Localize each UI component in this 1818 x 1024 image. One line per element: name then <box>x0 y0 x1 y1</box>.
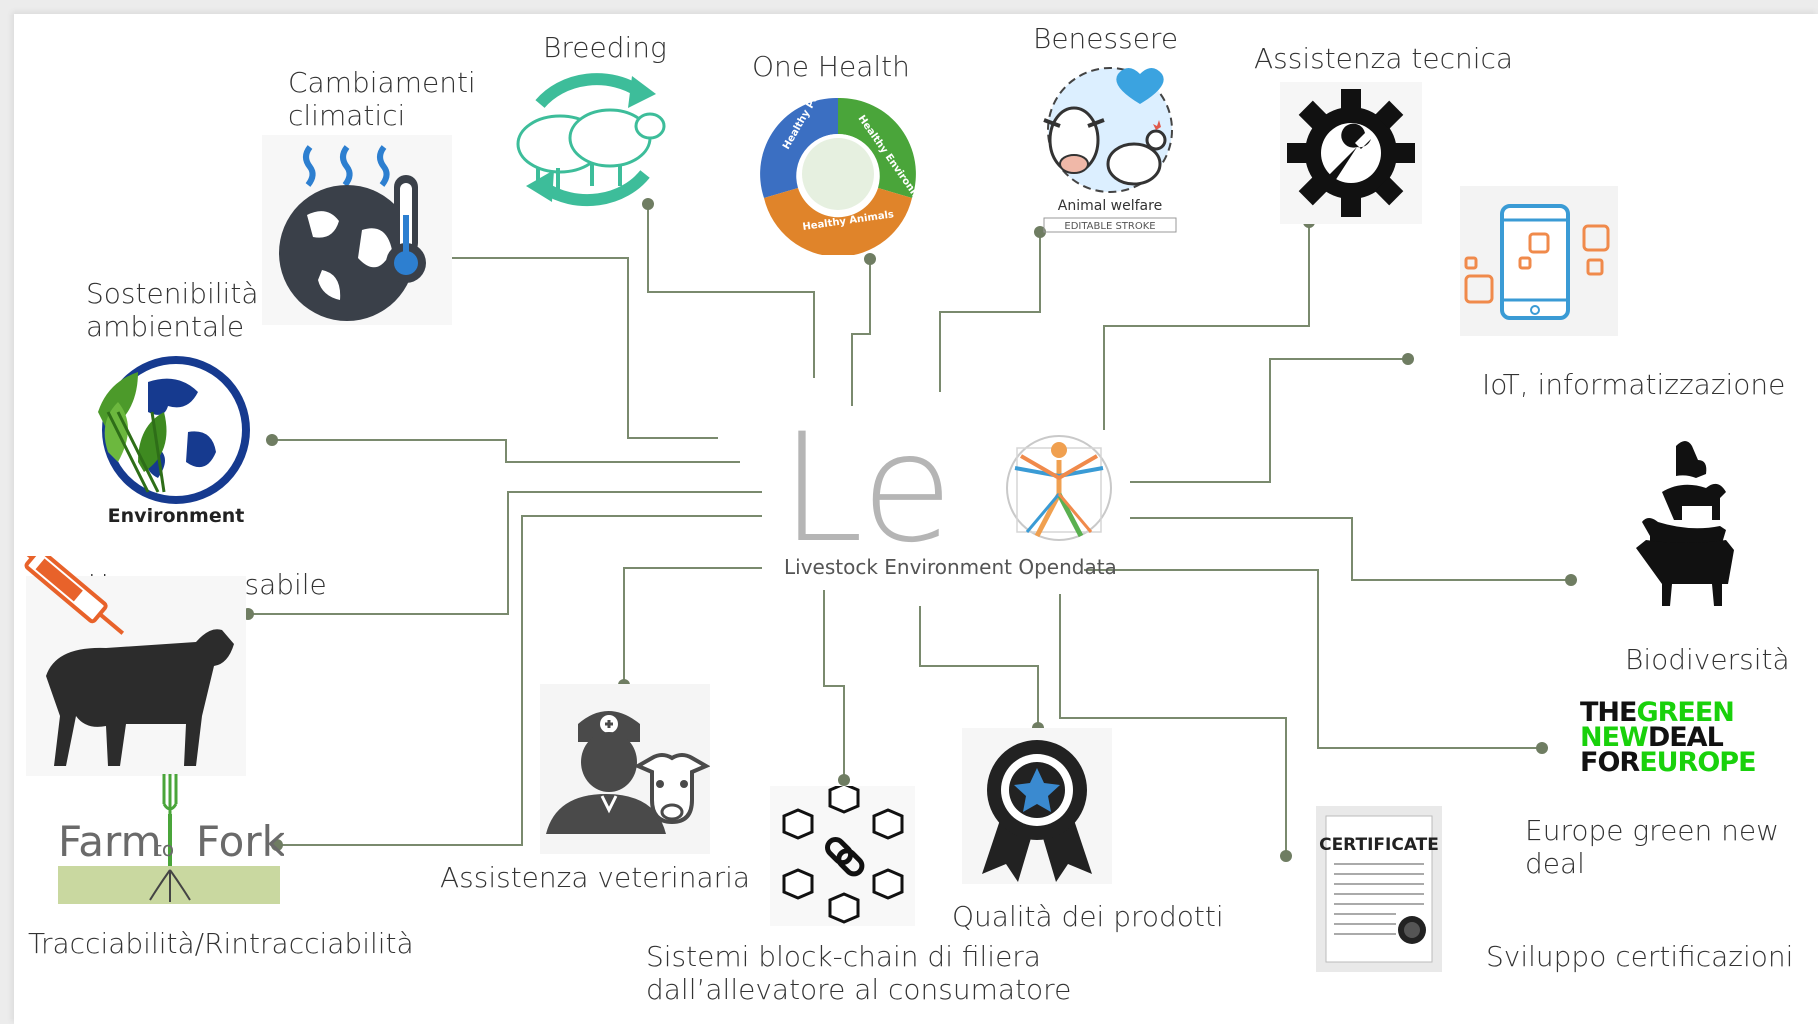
connector-lines <box>242 198 1577 862</box>
globe-thermometer-icon <box>262 135 452 325</box>
environment-globe-icon: Environment <box>68 352 258 532</box>
connector-dot-sostenibilita <box>266 434 278 446</box>
one-health-cycle-icon: Healthy People Healthy Environments Heal… <box>748 90 928 255</box>
certificate-icon: CERTIFICATE <box>1316 806 1442 972</box>
label-certificazioni: Sviluppo certificazioni <box>1486 940 1794 973</box>
connector-farmaci <box>248 491 762 615</box>
svg-text:to: to <box>154 837 174 861</box>
connector-dot-iot <box>1402 353 1414 365</box>
label-tracciabilita: Tracciabilità/Rintracciabilità <box>28 927 414 960</box>
svg-text:Environment: Environment <box>108 505 245 527</box>
label-cambiamenti-climatici: Cambiamenti climatici <box>288 66 476 132</box>
connector-veterinaria <box>623 567 762 685</box>
label-veterinaria: Assistenza veterinaria <box>440 861 751 894</box>
label-greendeal: Europe green new deal <box>1525 814 1780 880</box>
connector-breeding <box>647 204 815 378</box>
connector-dot-biodiversita <box>1565 574 1577 586</box>
label-biodiversita: Biodiversità <box>1625 643 1790 676</box>
connector-dot-tracciabilita <box>271 839 283 851</box>
connector-sostenibilita <box>272 439 740 463</box>
vitruvian-logo-icon <box>1003 432 1115 544</box>
connector-dot-greendeal <box>1536 742 1548 754</box>
cow-syringe-icon <box>16 556 246 776</box>
connector-biodiversita <box>1130 517 1571 581</box>
le-logo: Le <box>780 430 1110 550</box>
connector-greendeal <box>1084 569 1542 749</box>
label-one-health: One Health <box>752 50 910 83</box>
connector-benessere <box>939 232 1041 392</box>
svg-text:CERTIFICATE: CERTIFICATE <box>1319 835 1439 855</box>
label-benessere: Benessere <box>1033 22 1179 55</box>
label-qualita: Qualità dei prodotti <box>952 900 1224 933</box>
tablet-iot-icon <box>1460 186 1618 336</box>
animal-stack-icon <box>1632 436 1742 614</box>
connector-dot-breeding <box>642 198 654 210</box>
label-iot: IoT, informatizzazione <box>1482 368 1786 401</box>
connector-onehealth <box>851 259 871 406</box>
connector-dot-certificazioni <box>1280 850 1292 862</box>
connector-qualita <box>919 606 1039 728</box>
gear-wrench-icon <box>1280 82 1422 224</box>
svg-text:Fork: Fork <box>196 817 284 866</box>
svg-text:Animal welfare: Animal welfare <box>1058 198 1162 214</box>
label-blockchain: Sistemi block-chain di filiera dall’alle… <box>646 940 1072 1006</box>
svg-text:Farm: Farm <box>58 817 161 866</box>
award-ribbon-icon <box>962 728 1112 884</box>
connector-dot-blockchain <box>838 774 850 786</box>
label-breeding: Breeding <box>543 31 667 64</box>
connector-cambiamenti <box>432 257 718 439</box>
label-assistenza-tecnica: Assistenza tecnica <box>1254 42 1514 75</box>
label-sostenibilita: Sostenibilità ambientale <box>86 277 259 343</box>
le-logo-letters: Le <box>780 430 953 550</box>
sheep-cycle-icon <box>500 64 680 214</box>
green-new-deal-logo: THEGREEN NEWDEAL FOREUROPE <box>1580 697 1757 778</box>
connector-dot-benessere <box>1034 226 1046 238</box>
connector-dot-onehealth <box>864 253 876 265</box>
le-subtitle: Livestock Environment Opendata <box>784 555 1117 579</box>
connector-blockchain <box>823 590 845 780</box>
farm-to-fork-logo: Farm to Fork <box>54 774 284 914</box>
svg-text:EDITABLE STROKE: EDITABLE STROKE <box>1064 221 1155 232</box>
connector-certificazioni <box>1059 594 1287 856</box>
connector-tracciabilita <box>277 515 762 846</box>
connector-iot <box>1130 358 1408 483</box>
connector-assistenza_tecnica <box>1103 222 1310 430</box>
animal-welfare-icon: Animal welfare EDITABLE STROKE <box>1030 60 1190 240</box>
veterinarian-cow-icon <box>540 684 710 854</box>
blockchain-cubes-icon <box>770 786 915 926</box>
